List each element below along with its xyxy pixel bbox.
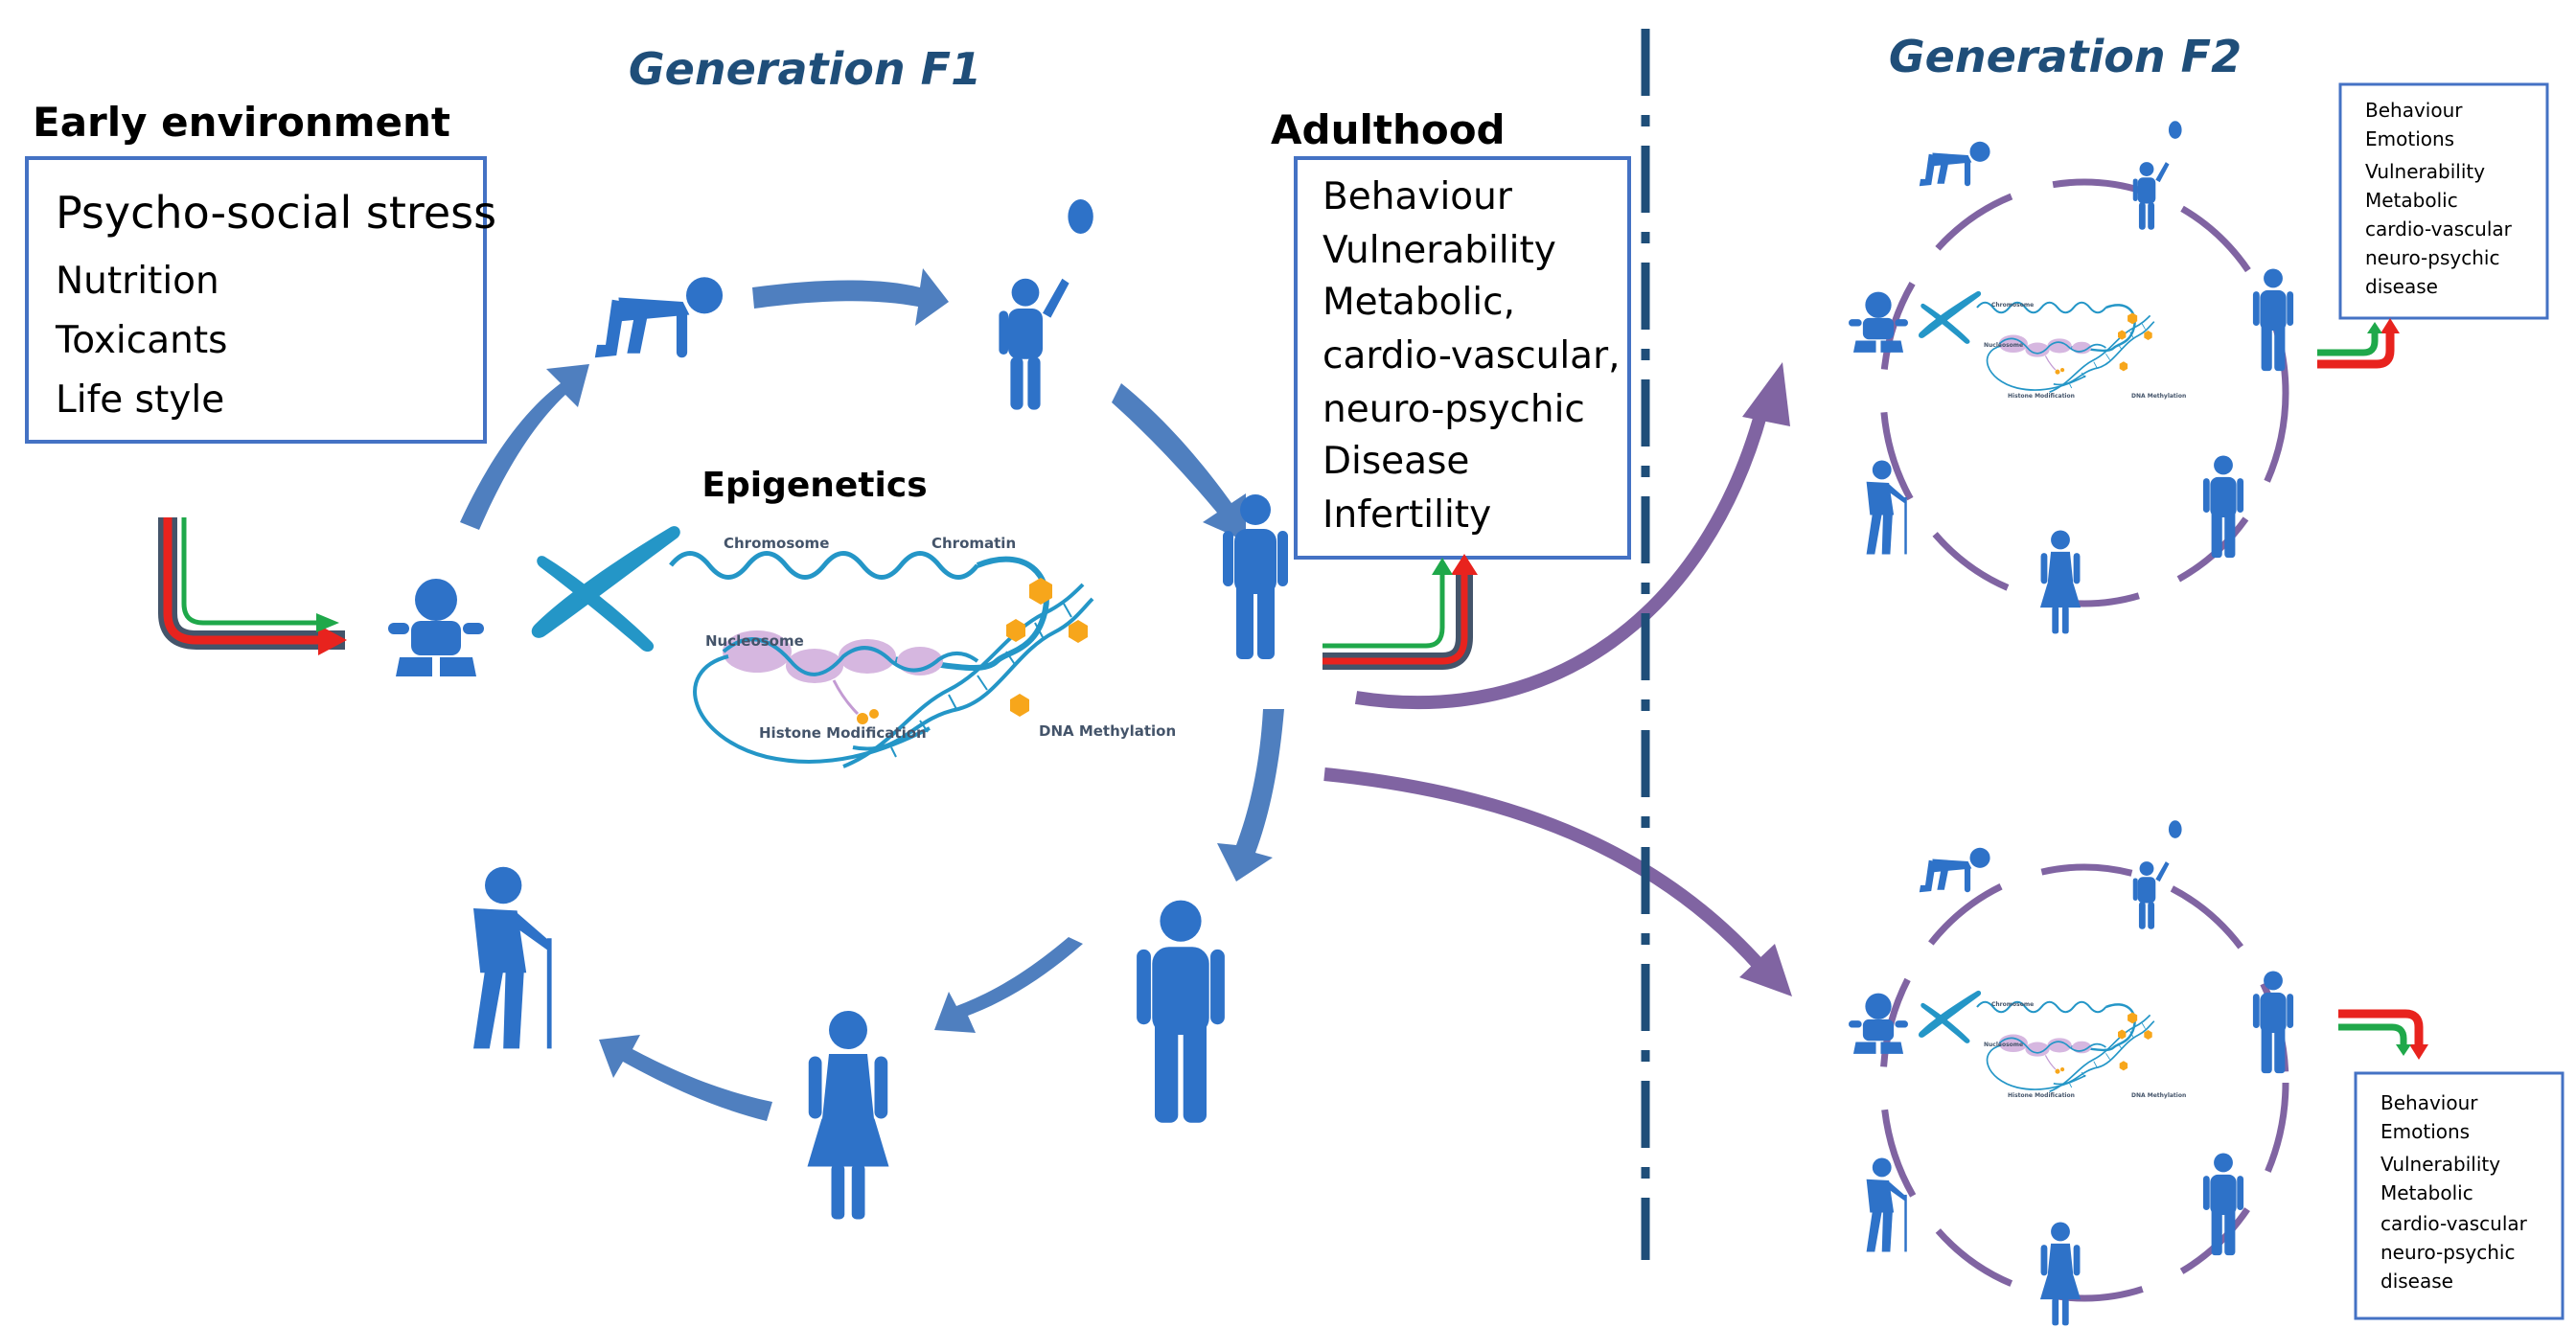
adult-pair-icon	[1137, 900, 1225, 1123]
adulthood-item-6: Disease	[1322, 440, 1469, 483]
epigenetics-title: Epigenetics	[702, 466, 927, 505]
early-environment-box	[25, 156, 487, 444]
f2-bottom-outcome: Vulnerability	[2380, 1153, 2500, 1176]
f2-bottom-outcome: neuro-psychic	[2380, 1241, 2515, 1264]
f2-bottom-outcome: disease	[2380, 1270, 2453, 1293]
child-with-balloon-icon	[999, 199, 1093, 410]
f2-bottom-outcome: Metabolic	[2380, 1181, 2473, 1204]
adulthood-item-3: Metabolic,	[1322, 281, 1515, 324]
adulthood-item-1: Behaviour	[1322, 175, 1513, 218]
bent-arrow-icon	[2338, 1009, 2428, 1060]
dna-methylation-label: DNA Methylation	[1039, 722, 1176, 740]
adult-woman-icon	[807, 1011, 889, 1220]
elderly-with-cane-icon	[473, 866, 565, 1049]
f2-bottom-outcome: cardio-vascular	[2380, 1212, 2528, 1235]
chromosome-label: Chromosome	[1991, 1001, 2034, 1008]
f2-bottom-outcome: Behaviour	[2380, 1091, 2478, 1114]
chromosome-label: Chromosome	[1991, 302, 2034, 309]
f2-top-outcome: Emotions	[2365, 127, 2454, 150]
transmission-arrows	[1323, 362, 1792, 996]
f2-top-outcomes-box	[2338, 82, 2549, 320]
dna-methylation-label: DNA Methylation	[2131, 393, 2186, 400]
dna-helix-icon	[1917, 989, 2156, 1093]
adulthood-item-5: neuro-psychic	[1322, 388, 1585, 431]
child-with-balloon-icon	[2132, 121, 2182, 230]
adulthood-item-7: Infertility	[1322, 493, 1491, 537]
nucleosome-label: Nucleosome	[705, 632, 804, 650]
bent-arrow-icon	[1322, 554, 1478, 670]
f2-top-outcome: disease	[2365, 275, 2438, 298]
f2-bottom-cycle: Chromosome Nucleosome Histone Modificati…	[1849, 820, 2294, 1326]
early-environment-title: Early environment	[33, 99, 450, 146]
baby-icon	[1849, 291, 1908, 353]
elderly-with-cane-icon	[1866, 1157, 1915, 1252]
early-environment-item-1: Psycho-social stress	[56, 187, 496, 239]
f2-bottom-outcome: Emotions	[2380, 1120, 2470, 1143]
f2-top-outcome: neuro-psychic	[2365, 246, 2499, 269]
crawling-child-icon	[1919, 847, 1990, 893]
baby-icon	[388, 579, 484, 676]
adult-woman-icon	[2039, 530, 2082, 634]
dna-methylation-label: DNA Methylation	[2131, 1092, 2186, 1099]
bent-arrow-icon	[2317, 318, 2400, 369]
histone-modification-label: Histone Modification	[759, 724, 927, 742]
bent-arrow-icon	[158, 517, 347, 655]
f2-top-outcome: Behaviour	[2365, 99, 2463, 122]
generation-f2-title: Generation F2	[1889, 31, 2242, 82]
lifecycle-arrows-f1	[460, 268, 1284, 1121]
nucleosome-label: Nucleosome	[1984, 1042, 2023, 1048]
histone-modification-label: Histone Modification	[2008, 1092, 2075, 1099]
crawling-child-icon	[594, 277, 724, 358]
f2-bottom-outcomes-box	[2354, 1071, 2564, 1320]
adulthood-item-4: cardio-vascular,	[1322, 334, 1621, 378]
generation-f1-title: Generation F1	[629, 43, 981, 95]
dna-helix-icon	[1917, 289, 2156, 394]
child-with-balloon-icon	[2132, 820, 2182, 929]
adulthood-item-2: Vulnerability	[1322, 229, 1556, 272]
adulthood-title: Adulthood	[1271, 106, 1506, 153]
f2-top-outcome: Vulnerability	[2365, 160, 2485, 183]
crawling-child-icon	[1919, 141, 1990, 187]
chromosome-label: Chromosome	[724, 535, 829, 552]
f2-top-outcome: Metabolic	[2365, 189, 2458, 212]
early-environment-item-4: Life style	[56, 378, 224, 422]
early-environment-item-3: Toxicants	[55, 319, 227, 362]
chromatin-label: Chromatin	[932, 535, 1016, 552]
f2-top-outcome: cardio-vascular	[2365, 218, 2513, 240]
elderly-with-cane-icon	[1866, 460, 1915, 555]
f2-top-cycle: Chromosome Nucleosome Histone Modificati…	[1849, 121, 2294, 634]
nucleosome-label: Nucleosome	[1984, 342, 2023, 349]
adult-woman-icon	[2039, 1222, 2082, 1326]
adult-man-icon	[2252, 268, 2294, 372]
histone-modification-label: Histone Modification	[2008, 393, 2075, 400]
early-environment-item-2: Nutrition	[56, 260, 219, 303]
